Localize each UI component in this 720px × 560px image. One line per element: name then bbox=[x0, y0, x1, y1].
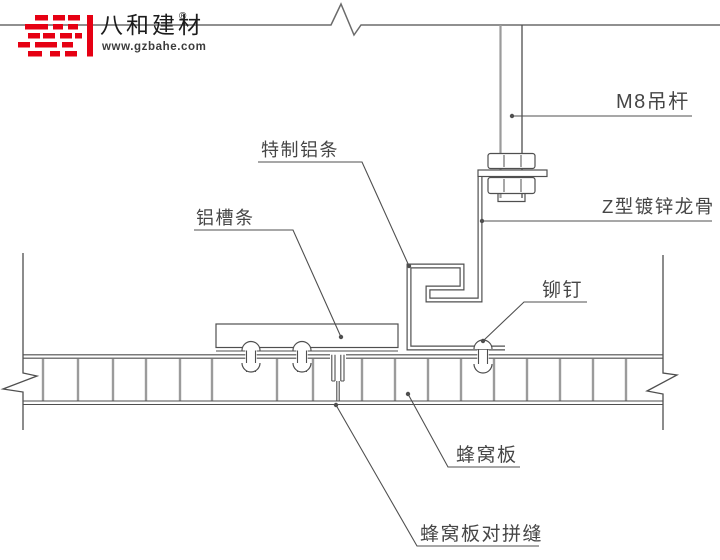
rivet-on-keel-flange bbox=[473, 339, 493, 374]
label-hanger-rod: M8吊杆 bbox=[616, 90, 690, 113]
callout-hanger-rod: M8吊杆 bbox=[509, 90, 692, 119]
left-break-line bbox=[0, 253, 40, 430]
label-rivet: 铆钉 bbox=[542, 279, 583, 301]
callout-z-keel: Z型镀锌龙骨 bbox=[479, 196, 715, 224]
logo-brand-text: 八和建材 bbox=[100, 12, 204, 38]
leader-dot bbox=[480, 338, 486, 344]
logo-blocks-icon bbox=[18, 15, 93, 57]
callout-rivet: 铆钉 bbox=[480, 279, 587, 344]
nut-assembly bbox=[477, 152, 548, 195]
logo-website-text: www.gzbahe.com bbox=[101, 41, 206, 53]
panel-butt-joint-seam bbox=[331, 354, 345, 401]
callout-special-strip: 特制铝条 bbox=[258, 140, 412, 269]
callout-honeycomb-panel: 蜂窝板 bbox=[405, 391, 520, 468]
label-z-keel: Z型镀锌龙骨 bbox=[602, 196, 715, 217]
bottom-nut bbox=[487, 176, 536, 195]
rod-end bbox=[497, 192, 526, 203]
leader-dot bbox=[333, 402, 339, 408]
callouts: M8吊杆 Z型镀锌龙骨 特制铝条 铝槽条 铆钉 蜂 bbox=[194, 90, 715, 547]
logo-registered-mark: ® bbox=[179, 11, 189, 22]
leader-dot bbox=[406, 263, 412, 269]
brand-logo: 八和建材 ® www.gzbahe.com bbox=[18, 11, 206, 57]
hanger-rod bbox=[497, 25, 526, 203]
label-channel-strip: 铝槽条 bbox=[196, 208, 255, 228]
honeycomb-panel-skins bbox=[23, 354, 663, 406]
z-keel-and-special-strip-profile bbox=[406, 177, 505, 351]
callout-channel-strip: 铝槽条 bbox=[194, 208, 344, 340]
leader-dot bbox=[338, 334, 344, 340]
rivet-left-1 bbox=[241, 340, 261, 374]
leader-dot bbox=[479, 218, 485, 224]
leader-dot bbox=[405, 391, 411, 397]
callout-panel-butt-joint: 蜂窝板对拼缝 bbox=[333, 402, 543, 547]
label-panel-butt-joint: 蜂窝板对拼缝 bbox=[420, 523, 543, 545]
top-nut bbox=[487, 152, 536, 170]
label-honeycomb-panel: 蜂窝板 bbox=[456, 444, 518, 466]
leader-dot bbox=[509, 113, 515, 119]
honeycomb-cell-dividers bbox=[41, 358, 628, 401]
label-special-strip: 特制铝条 bbox=[261, 140, 339, 160]
ceiling-line bbox=[0, 2, 720, 37]
rivet-left-2 bbox=[292, 340, 312, 374]
right-break-line bbox=[645, 255, 680, 430]
keel-top-flange bbox=[477, 169, 548, 178]
